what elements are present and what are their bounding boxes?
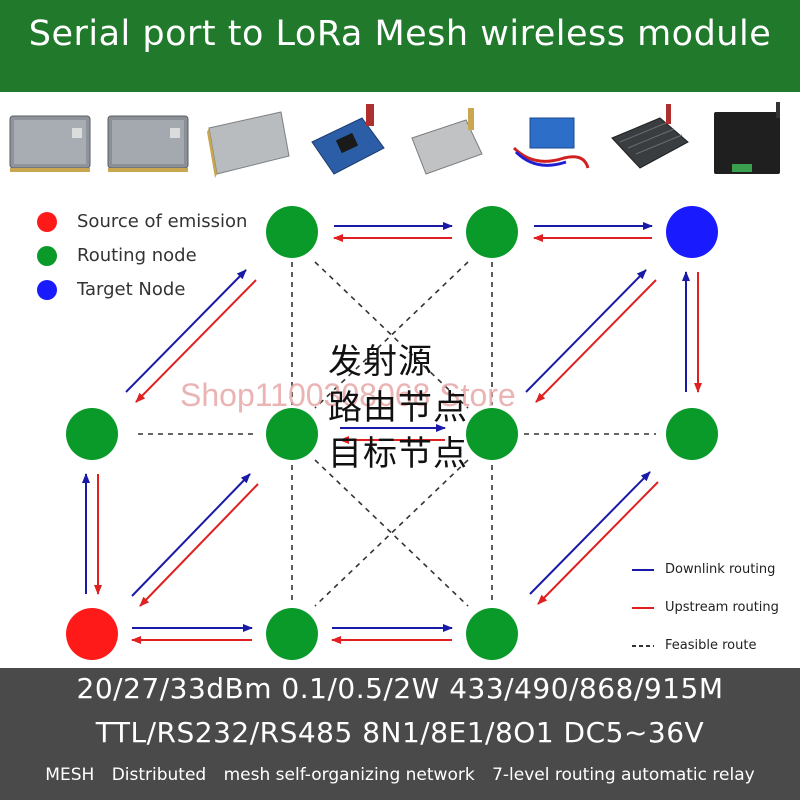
store-watermark: Shop1100308068 Store: [180, 377, 516, 413]
routing-node[interactable]: [466, 206, 518, 258]
feasible-routes: [138, 261, 656, 607]
specs-footer: 20/27/33dBm 0.1/0.5/2W 433/490/868/915M …: [0, 668, 800, 800]
downlink-line-icon: [632, 569, 654, 571]
feasible-line-icon: [632, 645, 654, 647]
product-image-blue-board[interactable]: [302, 98, 392, 186]
source-node[interactable]: [66, 608, 118, 660]
product-gallery: [0, 92, 800, 196]
routing-node[interactable]: [66, 408, 118, 460]
route-legend-label: Feasible route: [665, 638, 757, 653]
spec-features: MESH Distributed mesh self-organizing ne…: [0, 765, 800, 785]
source-dot-icon: [37, 212, 57, 232]
spec-power-frequency: 20/27/33dBm 0.1/0.5/2W 433/490/868/915M: [76, 672, 724, 705]
legend-label: Target Node: [77, 279, 186, 300]
spec-feature: 7-level routing automatic relay: [492, 765, 755, 785]
spec-feature: mesh self-organizing network: [223, 765, 475, 785]
spec-interface-power: TTL/RS232/RS485 8N1/8E1/8O1 DC5~36V: [95, 716, 705, 749]
routing-dot-icon: [37, 246, 57, 266]
routing-node[interactable]: [466, 408, 518, 460]
network-nodes: [66, 206, 718, 660]
chinese-label-routing: 路由节点: [328, 388, 468, 428]
product-image-shielded-module[interactable]: [203, 98, 293, 186]
routing-node[interactable]: [466, 608, 518, 660]
route-legend-label: Downlink routing: [665, 562, 776, 577]
chinese-label-source: 发射源: [328, 342, 433, 382]
target-dot-icon: [37, 280, 57, 300]
spec-feature: MESH: [45, 765, 95, 785]
mesh-network-diagram: [66, 206, 718, 660]
page-title: Serial port to LoRa Mesh wireless module: [28, 14, 772, 54]
product-image-usb-adapter[interactable]: [504, 98, 594, 186]
routing-node[interactable]: [266, 608, 318, 660]
product-image-smd-module-1[interactable]: [6, 98, 96, 186]
product-image-metal-module[interactable]: [402, 98, 492, 186]
product-image-heatsink-module[interactable]: [604, 98, 694, 186]
chinese-label-target: 目标节点: [328, 434, 468, 474]
routing-node[interactable]: [666, 408, 718, 460]
spec-feature: Distributed: [111, 765, 207, 785]
target-node[interactable]: [666, 206, 718, 258]
legend-label: Routing node: [77, 245, 197, 266]
routing-node[interactable]: [266, 206, 318, 258]
routing-node[interactable]: [266, 408, 318, 460]
header-banner: Serial port to LoRa Mesh wireless module: [0, 0, 800, 92]
route-legend-label: Upstream routing: [665, 600, 779, 615]
product-image-dtu-box[interactable]: [704, 98, 794, 186]
upstream-line-icon: [632, 607, 654, 609]
product-image-smd-module-2[interactable]: [104, 98, 194, 186]
routing-arrows: [82, 222, 702, 644]
legend-label: Source of emission: [77, 211, 248, 232]
